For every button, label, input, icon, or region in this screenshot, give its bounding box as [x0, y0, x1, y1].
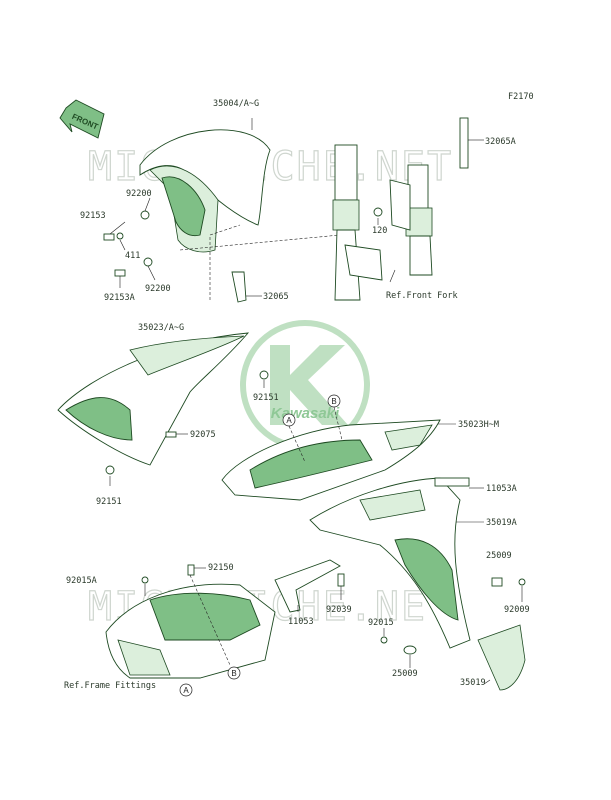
front-cowl — [57, 332, 269, 486]
callout-92200-lower: 92200 — [145, 284, 171, 294]
callout-35019A: 35019A — [486, 518, 517, 528]
rear-fender-upper — [309, 477, 484, 649]
callout-92039: 92039 — [326, 605, 352, 615]
callout-25009-right: 25009 — [486, 551, 512, 561]
callout-92151-upper: 92151 — [253, 393, 279, 403]
ref-front-fork: Ref.Front Fork — [386, 291, 458, 301]
ref-frame-fittings: Ref.Frame Fittings — [64, 681, 156, 691]
fender-brace — [231, 271, 262, 303]
callout-32065: 32065 — [263, 292, 289, 302]
callout-35019: 35019 — [460, 678, 486, 688]
callout-11053: 11053 — [288, 617, 314, 627]
marker-B-bottom: B — [227, 666, 241, 680]
callout-35023: 35023/A~G — [138, 323, 184, 333]
callout-35004: 35004/A~G — [213, 99, 259, 109]
callout-92075: 92075 — [190, 430, 216, 440]
callout-25009-lower: 25009 — [392, 669, 418, 679]
callout-92151-lower: 92151 — [96, 497, 122, 507]
callout-92015: 92015 — [368, 618, 394, 628]
front-fender — [139, 118, 271, 253]
callout-92200-upper: 92200 — [126, 189, 152, 199]
front-fork — [332, 117, 484, 301]
svg-text:A: A — [183, 686, 189, 695]
rear-hardware — [380, 577, 526, 668]
svg-text:B: B — [331, 397, 336, 406]
license-bracket — [274, 559, 345, 613]
marker-A-top: A — [282, 413, 296, 427]
rear-fender-lower — [477, 624, 526, 691]
callout-32065A: 32065A — [485, 137, 516, 147]
under-tray — [105, 564, 276, 679]
callout-120: 120 — [372, 226, 387, 236]
figure-code: F2170 — [508, 92, 534, 102]
marker-B-top: B — [327, 394, 341, 408]
rear-upper-cover — [221, 419, 456, 501]
callout-92150: 92150 — [208, 563, 234, 573]
fender-bolts — [103, 197, 156, 288]
marker-A-bottom: A — [179, 683, 193, 697]
callout-92153: 92153 — [80, 211, 106, 221]
callout-11053A: 11053A — [486, 484, 517, 494]
callout-92153A: 92153A — [104, 293, 135, 303]
front-direction-arrow: FRONT — [59, 99, 105, 139]
callout-411: 411 — [125, 251, 140, 261]
callout-92015A: 92015A — [66, 576, 97, 586]
callout-92009: 92009 — [504, 605, 530, 615]
svg-text:A: A — [286, 416, 292, 425]
logo-text: Kawasaki — [271, 405, 340, 422]
svg-text:B: B — [231, 669, 236, 678]
callout-35023H: 35023H~M — [458, 420, 499, 430]
